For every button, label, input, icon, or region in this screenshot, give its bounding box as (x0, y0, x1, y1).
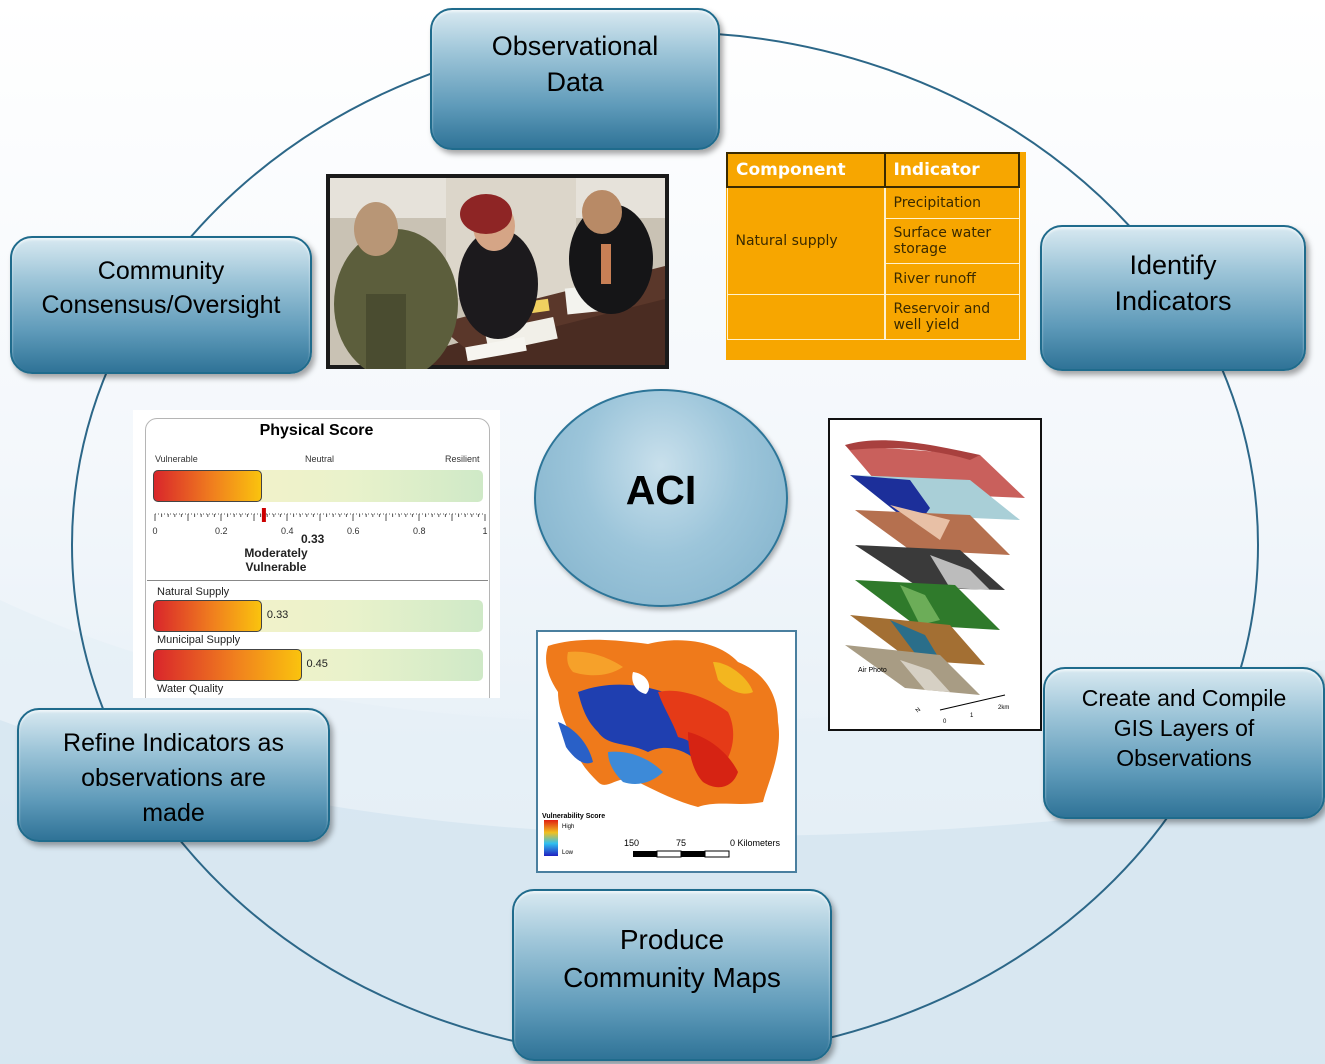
legend-low: Low (562, 850, 574, 856)
center-node: ACI (534, 389, 788, 607)
table-cell-indicator: River runoff (884, 263, 1020, 295)
scale-label-resilient: Resilient (445, 454, 480, 464)
layer-label-air-photo: Air Photo (858, 667, 887, 674)
score-axis (154, 508, 486, 522)
table-header-indicator: Indicator (883, 152, 1020, 188)
legend-title: Vulnerability Score (542, 813, 605, 820)
axis-tick-label: 0.6 (347, 526, 360, 536)
node-produce-community-maps: Produce Community Maps (512, 889, 832, 1061)
node-observational-line1: Observational (491, 31, 659, 61)
scale-label-75: 75 (676, 838, 686, 848)
axis-tick-label: 0.2 (215, 526, 228, 536)
node-observational-line2: Data (546, 67, 604, 97)
municipal-supply-value: 0.45 (306, 658, 328, 670)
layer-scale-one: 1 (970, 713, 974, 719)
scale-bar-seg (704, 850, 730, 858)
vulnerability-map-image: Vulnerability Score High Low 150 75 0 Ki… (536, 630, 797, 873)
physical-score-panel: Physical Score Vulnerable Neutral Resili… (133, 410, 500, 698)
node-maps-line2: Community Maps (563, 962, 781, 993)
table-cell-component-empty (726, 294, 886, 340)
scale-bar-seg (633, 851, 657, 857)
indicator-table: Component Indicator Natural supply Preci… (726, 152, 1026, 360)
axis-tick-label: 0.8 (413, 526, 426, 536)
table-header-component: Component (726, 152, 886, 188)
table-cell-indicator: Reservoir and well yield (884, 294, 1020, 340)
score-frame (145, 418, 490, 698)
scale-bar-seg (681, 851, 705, 857)
node-refine-line2: observations are (81, 764, 266, 792)
node-refine-indicators: Refine Indicators as observations are ma… (17, 708, 330, 842)
score-category-line2: Vulnerable (245, 560, 307, 574)
axis-tick-label: 1 (482, 526, 488, 536)
legend-high: High (562, 824, 574, 830)
scale-label-0-km: 0 Kilometers (730, 838, 781, 848)
gis-layers-image: Air Photo 0 1 2km N (828, 418, 1042, 731)
score-title: Physical Score (259, 422, 374, 439)
layer-scale-zero: 0 (943, 719, 947, 725)
municipal-supply-bar (153, 649, 483, 681)
scale-bar-seg (656, 850, 682, 858)
node-create-gis-layers: Create and Compile GIS Layers of Observa… (1043, 667, 1325, 819)
node-gis-line1: Create and Compile (1081, 685, 1287, 711)
scale-label-150: 150 (624, 838, 639, 848)
north-arrow: N (915, 707, 922, 714)
node-gis-line3: Observations (1116, 745, 1252, 771)
node-identify-line1: Identify (1129, 250, 1217, 280)
sub-label-municipal-supply: Municipal Supply (157, 634, 241, 646)
legend-color-ramp (544, 820, 558, 856)
score-value: 0.33 (301, 532, 325, 546)
node-identify-indicators: Identify Indicators (1040, 225, 1306, 371)
municipal-supply-fill (153, 649, 302, 681)
score-category-line1: Moderately (244, 546, 308, 560)
node-community-line2: Consensus/Oversight (41, 291, 281, 319)
overall-score-bar (153, 470, 483, 502)
layer-scale-unit: 2km (998, 705, 1009, 711)
table-cell-indicator: Precipitation (884, 186, 1020, 219)
axis-tick-label: 0 (152, 526, 158, 536)
node-gis-line2: GIS Layers of (1113, 715, 1255, 741)
meeting-photo (326, 174, 669, 369)
sub-label-natural-supply: Natural Supply (157, 586, 230, 598)
score-divider (147, 580, 488, 581)
node-community-line1: Community (97, 257, 225, 285)
node-community-consensus: Community Consensus/Oversight (10, 236, 312, 374)
sub-label-water-quality: Water Quality (157, 683, 224, 695)
table-cell-component: Natural supply (726, 186, 886, 295)
axis-tick-label: 0.4 (281, 526, 294, 536)
natural-supply-bar (153, 600, 483, 632)
overall-score-fill (153, 470, 262, 502)
node-identify-line2: Indicators (1114, 286, 1232, 316)
scale-label-neutral: Neutral (305, 454, 335, 464)
natural-supply-value: 0.33 (266, 609, 289, 621)
node-maps-line1: Produce (619, 924, 725, 955)
center-label: ACI (625, 467, 697, 513)
natural-supply-fill (153, 600, 262, 632)
table-cell-indicator: Surface water storage (884, 218, 1020, 264)
node-observational-data: Observational Data (430, 8, 720, 150)
scale-label-vulnerable: Vulnerable (155, 454, 198, 464)
node-refine-line1: Refine Indicators as (63, 729, 284, 757)
node-refine-line3: made (142, 799, 205, 827)
